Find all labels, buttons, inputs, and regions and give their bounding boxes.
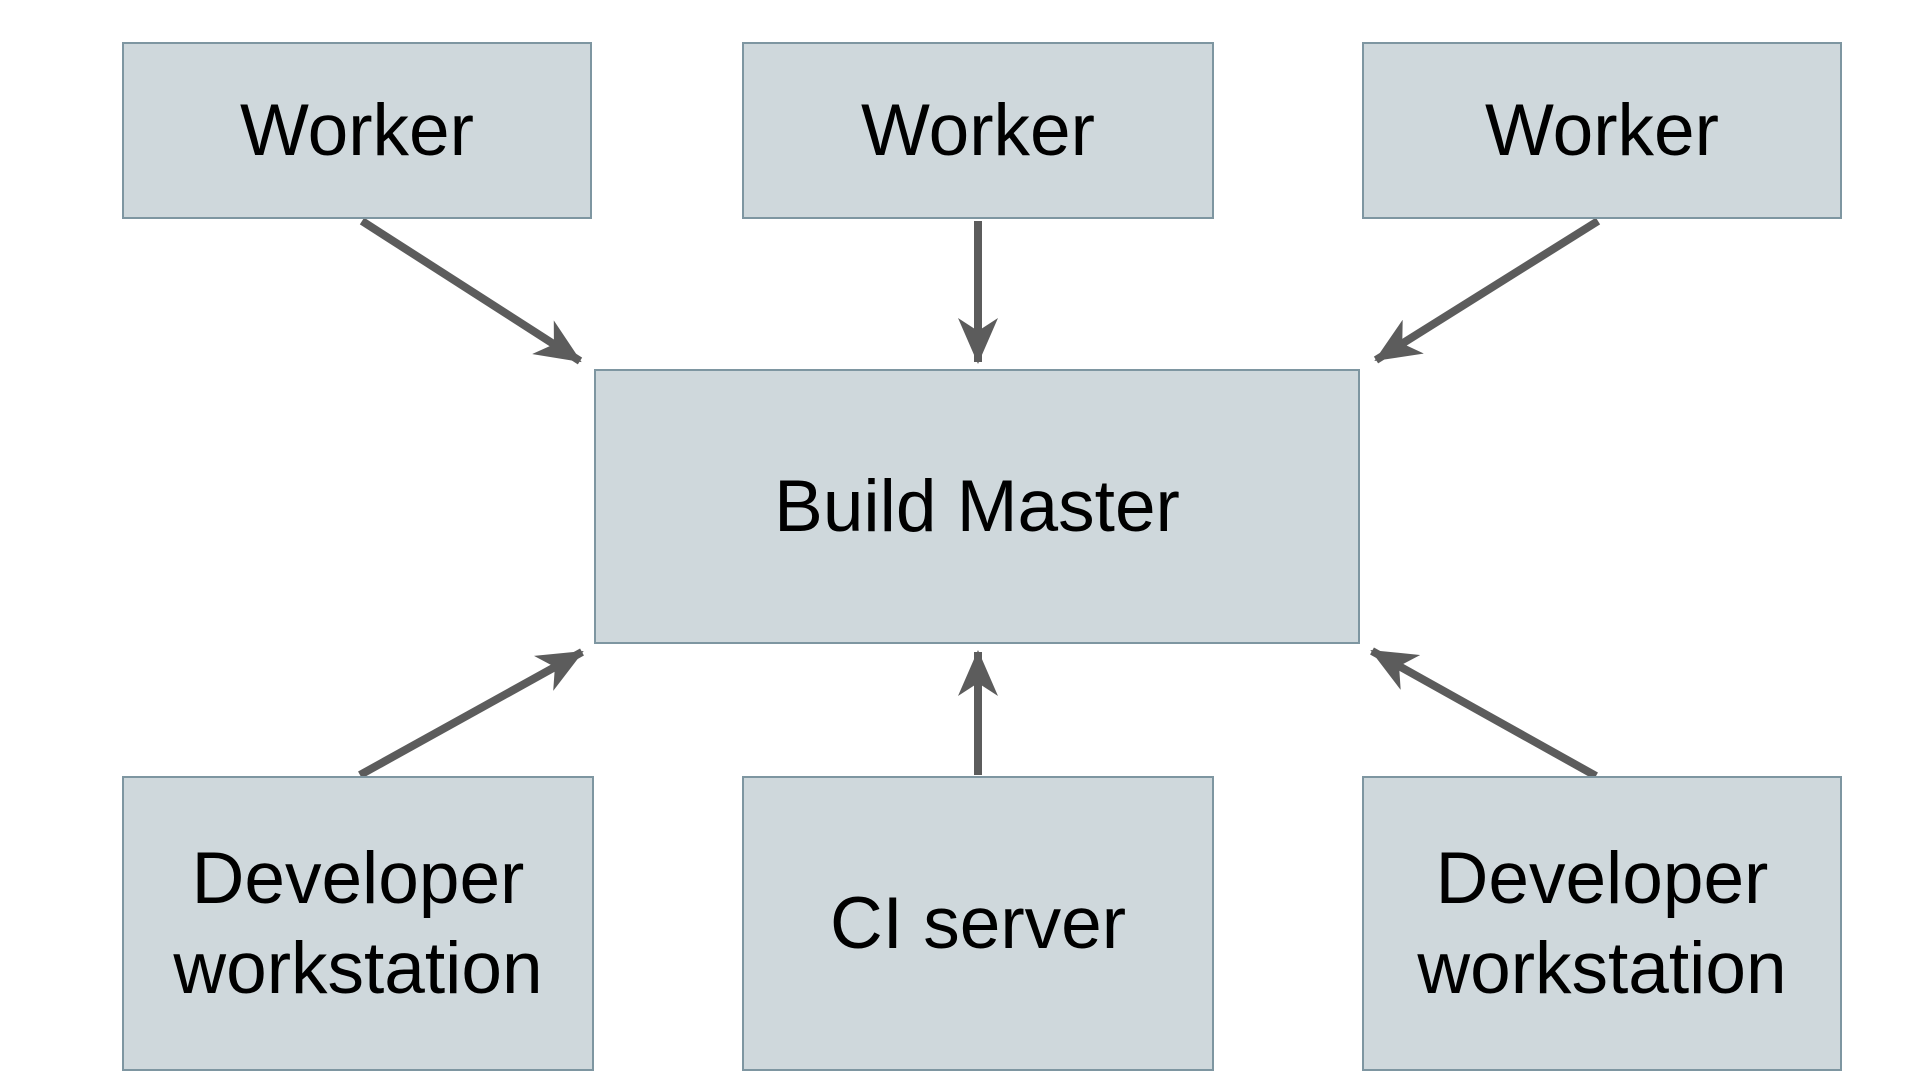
node-worker-2: Worker: [742, 42, 1214, 219]
node-ci-server: CI server: [742, 776, 1214, 1071]
node-worker-1: Worker: [122, 42, 592, 219]
node-developer-workstation-right-label: Developer workstation: [1417, 838, 1787, 1009]
node-worker-3-label: Worker: [1485, 89, 1719, 171]
node-worker-3: Worker: [1362, 42, 1842, 219]
node-ci-server-label: CI server: [829, 882, 1127, 964]
node-developer-workstation-right: Developer workstation: [1362, 776, 1842, 1071]
node-build-master-label: Build Master: [774, 465, 1180, 547]
arrow-devright-to-buildmaster: [1370, 647, 1598, 780]
arrow-worker3-to-buildmaster: [1373, 217, 1601, 364]
node-worker-1-label: Worker: [240, 89, 474, 171]
arrow-devleft-to-buildmaster: [358, 648, 584, 779]
arrow-worker1-to-buildmaster: [359, 217, 583, 365]
node-worker-2-label: Worker: [861, 89, 1095, 171]
node-developer-workstation-left: Developer workstation: [122, 776, 594, 1071]
node-developer-workstation-left-label: Developer workstation: [173, 838, 543, 1009]
node-build-master: Build Master: [594, 369, 1360, 644]
